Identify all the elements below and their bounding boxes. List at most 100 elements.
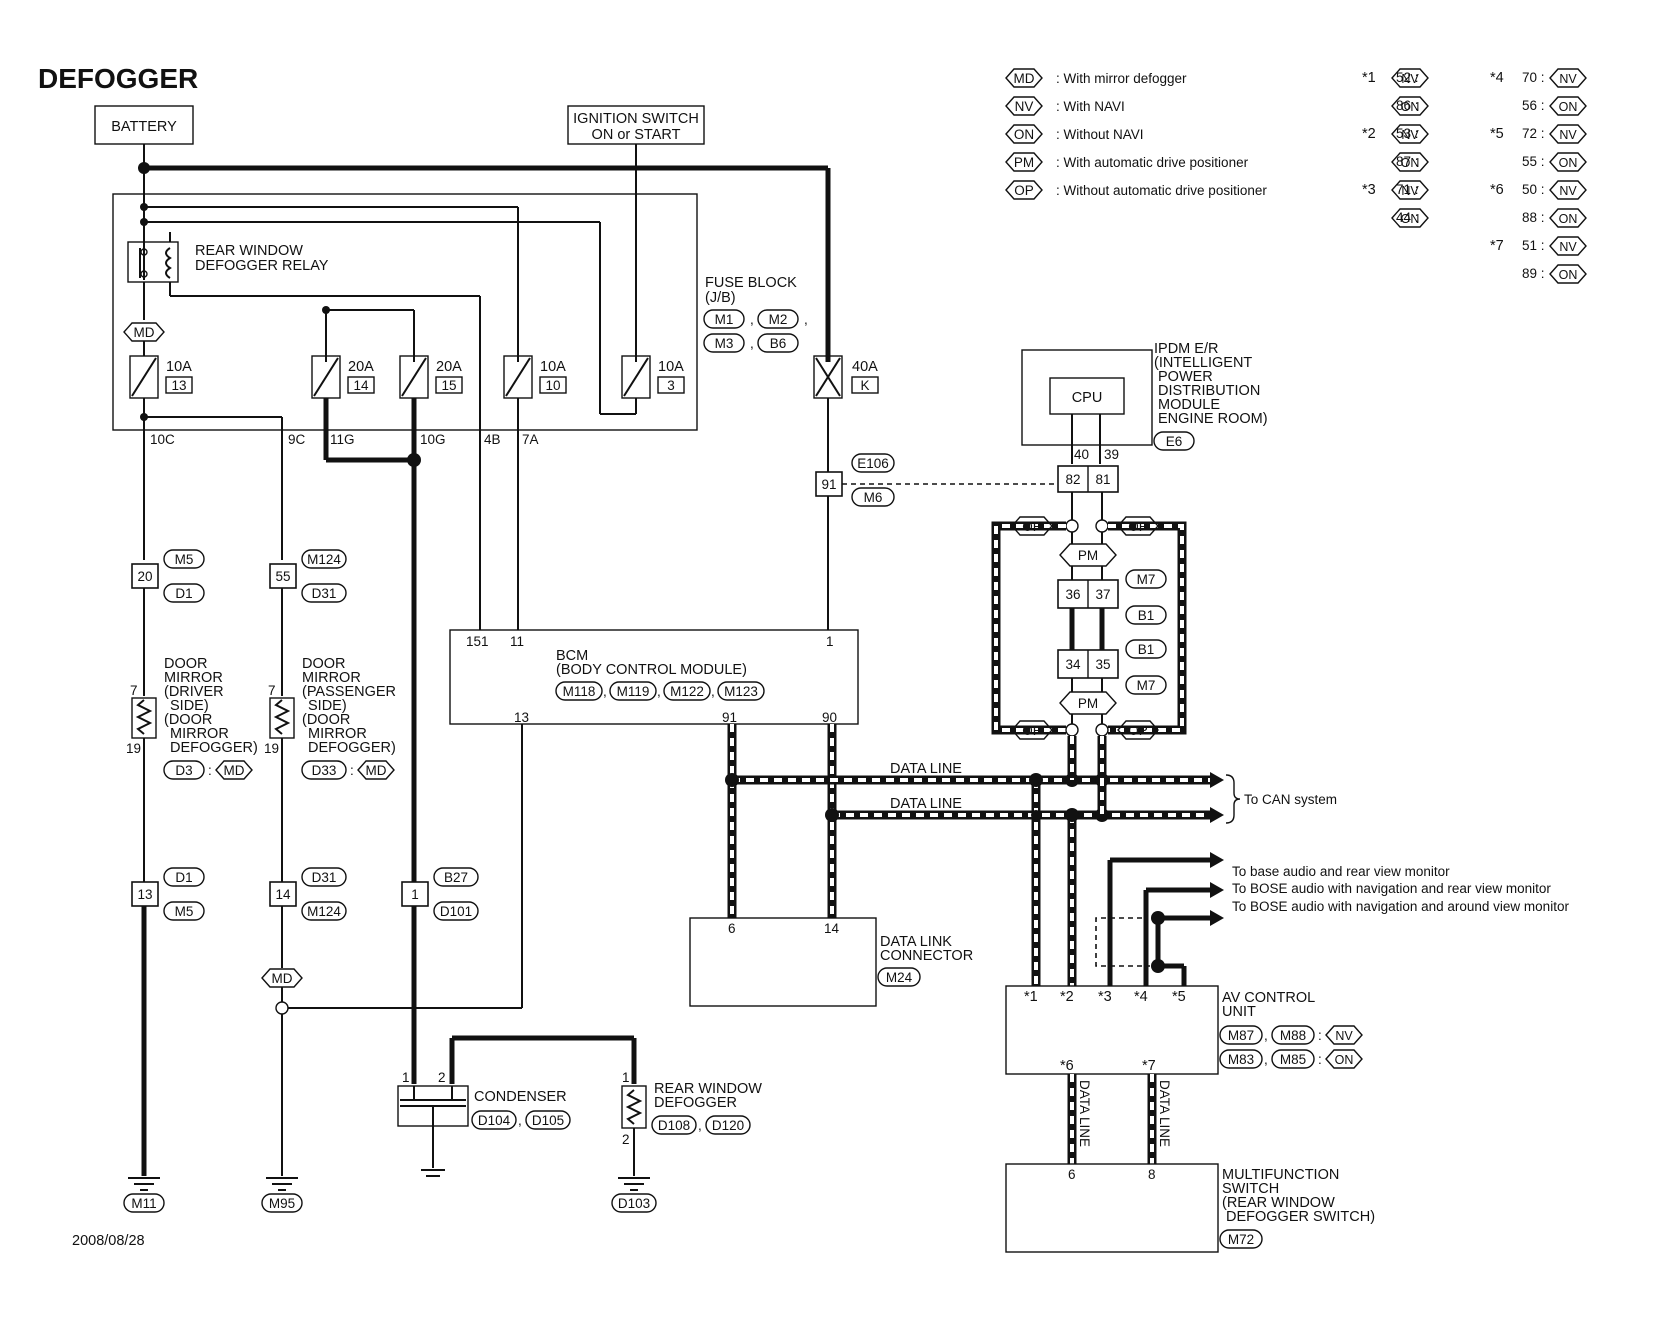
svg-text:M72: M72	[1228, 1232, 1254, 1247]
svg-text:20A: 20A	[348, 359, 374, 375]
svg-text:14: 14	[824, 921, 840, 936]
svg-text:87 :: 87 :	[1396, 154, 1419, 169]
svg-text:DEFOGGER): DEFOGGER)	[170, 740, 258, 756]
svg-text:,: ,	[711, 684, 715, 699]
svg-text:DEFOGGER SWITCH): DEFOGGER SWITCH)	[1226, 1209, 1375, 1225]
svg-text:40A: 40A	[852, 359, 878, 375]
svg-text:NV: NV	[1559, 128, 1577, 142]
svg-text:7: 7	[268, 683, 276, 698]
svg-text:M123: M123	[724, 684, 758, 699]
svg-text:CONNECTOR: CONNECTOR	[880, 948, 973, 964]
fuse-40a-k: 40A K	[813, 355, 879, 399]
svg-text:55 :: 55 :	[1522, 154, 1545, 169]
bcm: 151 11 1 BCM (BODY CONTROL MODULE) M118 …	[449, 629, 859, 725]
svg-text::: :	[1318, 1028, 1322, 1043]
svg-text:NV: NV	[1559, 240, 1577, 254]
svg-text:SIDE): SIDE)	[308, 698, 347, 714]
svg-text:7A: 7A	[522, 432, 539, 447]
svg-text:15: 15	[441, 378, 456, 393]
svg-text:M5: M5	[175, 552, 194, 567]
svg-text:*2: *2	[1060, 989, 1074, 1005]
svg-text:D1: D1	[175, 586, 192, 601]
svg-text:*3: *3	[1098, 989, 1112, 1005]
svg-text:35: 35	[1095, 657, 1110, 672]
option-legend: MD : With mirror defogger NV : With NAVI…	[1005, 68, 1267, 200]
svg-text:*5: *5	[1490, 126, 1504, 142]
svg-text:72 :: 72 :	[1522, 126, 1545, 141]
svg-text:D108: D108	[658, 1118, 690, 1133]
svg-text:11G: 11G	[330, 432, 355, 447]
data-line-label: DATA LINE	[1077, 1080, 1092, 1147]
svg-text:19: 19	[264, 741, 279, 756]
svg-text:,: ,	[1264, 1052, 1268, 1067]
fuse-10a-3: 10A 3	[620, 355, 685, 415]
svg-text:NV: NV	[1401, 184, 1419, 198]
svg-text:44 :: 44 :	[1396, 210, 1419, 225]
data-line-label: DATA LINE	[890, 761, 962, 777]
svg-text:UNIT: UNIT	[1222, 1004, 1256, 1020]
svg-text:ON: ON	[1559, 100, 1578, 114]
connector-d1-m5: 13 D1 M5	[131, 867, 205, 921]
svg-text:,: ,	[603, 684, 607, 699]
svg-text::: :	[350, 763, 354, 778]
svg-text:MD: MD	[224, 763, 245, 778]
svg-text:55: 55	[275, 569, 290, 584]
connector-b27-d101: 1 B27 D101	[401, 867, 479, 921]
svg-text:M85: M85	[1280, 1052, 1306, 1067]
svg-text:DEFOGGER): DEFOGGER)	[308, 740, 396, 756]
svg-text:BCM: BCM	[556, 648, 588, 664]
md-option-tag	[123, 322, 165, 342]
svg-text:M87: M87	[1228, 1028, 1254, 1043]
door-mirror-driver-defogger: 7 19 DOOR MIRROR (DRIVER SIDE) (DOOR MIR…	[126, 656, 258, 780]
connector-notes: *1 52 : NV 86 : ON *2 53 : NV 87 : ON *3…	[1362, 68, 1587, 284]
svg-text:8: 8	[1148, 1167, 1156, 1182]
legend-text: : Without NAVI	[1056, 127, 1144, 142]
svg-text:(DOOR: (DOOR	[302, 712, 350, 728]
svg-text:11: 11	[510, 634, 524, 649]
svg-text:,: ,	[804, 312, 808, 327]
av-control-unit: *1 *2 *3 *4 *5 *6 *7 AV CONTROL UNIT M87…	[1005, 985, 1363, 1075]
svg-text:ENGINE ROOM): ENGINE ROOM)	[1158, 411, 1268, 427]
svg-text:1: 1	[622, 1070, 630, 1085]
svg-text:19: 19	[126, 741, 141, 756]
av-switch-data-lines: DATA LINE DATA LINE	[1067, 1074, 1172, 1164]
svg-text:D31: D31	[312, 586, 337, 601]
svg-text:D3: D3	[175, 763, 192, 778]
svg-text:*7: *7	[1142, 1058, 1156, 1074]
svg-text:1: 1	[411, 887, 419, 902]
svg-text:7: 7	[130, 683, 138, 698]
svg-text:89 :: 89 :	[1522, 266, 1545, 281]
svg-text:20: 20	[137, 569, 152, 584]
svg-text:DEFOGGER RELAY: DEFOGGER RELAY	[195, 258, 329, 274]
svg-text:PM: PM	[1078, 696, 1098, 711]
fuse-20a-15: 20A 15	[399, 355, 463, 399]
svg-text:(DRIVER: (DRIVER	[164, 684, 224, 700]
svg-text:NV: NV	[1335, 1029, 1353, 1043]
audio-note-bose-around: To BOSE audio with navigation and around…	[1232, 899, 1569, 914]
fuse-10a-13: 10A 13	[129, 341, 193, 420]
svg-text:IGNITION SWITCH: IGNITION SWITCH	[573, 111, 699, 127]
door-mirror-passenger-defogger: 7 19 DOOR MIRROR (PASSENGER SIDE) (DOOR …	[264, 656, 396, 780]
svg-text:NV: NV	[1401, 72, 1419, 86]
svg-text:37: 37	[1095, 587, 1110, 602]
svg-text:D105: D105	[532, 1113, 564, 1128]
joint-connector-m7-b1: OP OP PM 36 37 M7 B1 34 35 B1 M7 PM	[991, 492, 1187, 815]
svg-text:NV: NV	[1559, 72, 1577, 86]
svg-text:E6: E6	[1166, 434, 1183, 449]
legend-code: MD	[1014, 71, 1035, 86]
svg-text:6: 6	[1068, 1167, 1076, 1182]
svg-text:OP: OP	[1022, 519, 1042, 534]
svg-text:IPDM E/R: IPDM E/R	[1154, 341, 1218, 357]
svg-text:MD: MD	[272, 971, 293, 986]
connector-m124-d31: 55 M124 D31	[269, 549, 347, 603]
svg-text:M122: M122	[670, 684, 704, 699]
svg-text:90: 90	[822, 710, 837, 725]
svg-text:50 :: 50 :	[1522, 182, 1545, 197]
svg-text:82: 82	[1065, 472, 1080, 487]
svg-text:M124: M124	[307, 904, 341, 919]
svg-text:DEFOGGER: DEFOGGER	[654, 1095, 737, 1111]
svg-text:14: 14	[353, 378, 369, 393]
svg-text:MD: MD	[134, 325, 155, 340]
svg-text:FUSE BLOCK: FUSE BLOCK	[705, 275, 797, 291]
